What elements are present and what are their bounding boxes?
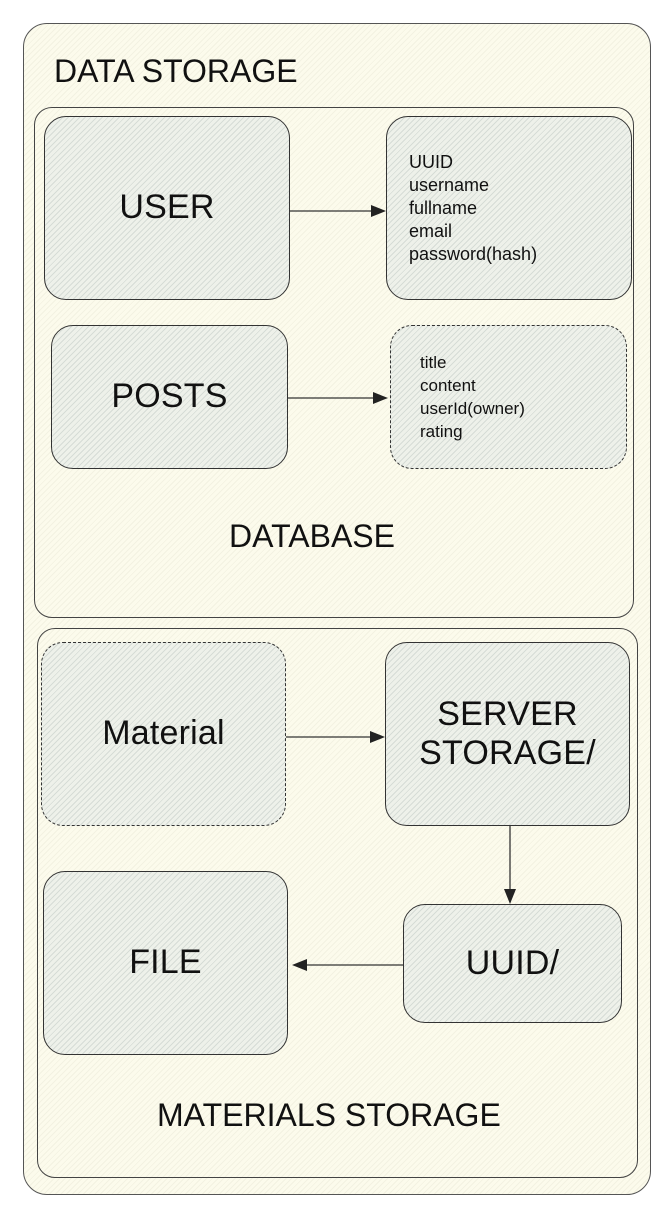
posts-field: title <box>420 353 447 372</box>
server-storage-line-2: STORAGE/ <box>419 734 596 772</box>
posts-fields-list: title content userId(owner) rating <box>420 351 525 443</box>
server-storage-line-1: SERVER <box>437 694 578 733</box>
user-fields-list: UUID username fullname email password(ha… <box>409 151 537 266</box>
uuid-dir-label: UUID/ <box>465 943 560 982</box>
file-node[interactable]: FILE <box>43 871 288 1055</box>
data-storage-title: DATA STORAGE <box>54 53 298 89</box>
user-field: username <box>409 174 490 195</box>
user-node[interactable]: USER <box>44 116 290 300</box>
posts-field: content <box>420 376 476 395</box>
materials-storage-label: MATERIALS STORAGE <box>157 1097 501 1133</box>
user-label: USER <box>119 188 215 227</box>
file-label: FILE <box>129 943 202 982</box>
user-field: UUID <box>409 151 453 172</box>
material-node[interactable]: Material <box>41 642 286 826</box>
database-group <box>34 107 634 618</box>
server-storage-node[interactable]: SERVER STORAGE/ <box>385 642 630 826</box>
user-field: password(hash) <box>409 243 538 264</box>
user-field: fullname <box>409 197 478 218</box>
posts-field: userId(owner) <box>420 399 525 418</box>
user-fields-node[interactable]: UUID username fullname email password(ha… <box>386 116 632 300</box>
uuid-dir-node[interactable]: UUID/ <box>403 904 622 1023</box>
posts-node[interactable]: POSTS <box>51 325 288 469</box>
database-label: DATABASE <box>229 518 395 554</box>
posts-field: rating <box>420 422 463 441</box>
materials-storage-group <box>37 628 638 1178</box>
material-label: Material <box>102 714 225 753</box>
posts-label: POSTS <box>111 377 228 416</box>
user-field: email <box>409 220 453 241</box>
posts-fields-node[interactable]: title content userId(owner) rating <box>390 325 627 469</box>
server-storage-label: SERVER STORAGE/ <box>419 695 596 773</box>
